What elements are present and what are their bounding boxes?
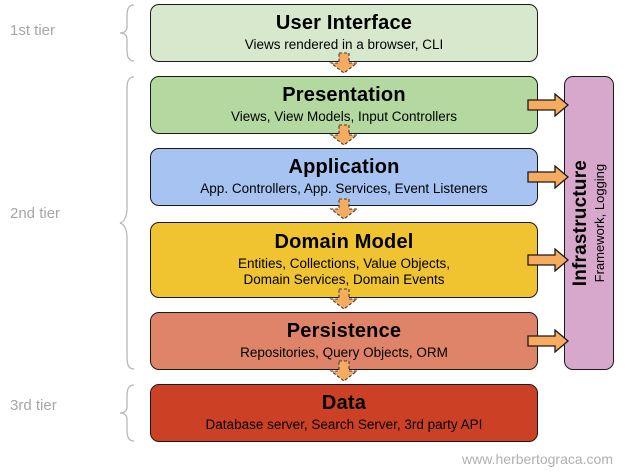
layer-subtitle-line: App. Controllers, App. Services, Event L…	[200, 180, 488, 196]
layer-subtitle-line: Views rendered in a browser, CLI	[244, 36, 444, 52]
layer-title-persistence: Persistence	[286, 320, 402, 343]
layer-subtitle-user-interface: Views rendered in a browser, CLI	[245, 37, 444, 53]
tier-3-brace	[100, 384, 138, 442]
layer-subtitle-application: App. Controllers, App. Services, Event L…	[200, 181, 487, 197]
tier-2-brace	[100, 76, 138, 370]
layer-box-infrastructure[interactable]: Infrastructure Framework, Logging	[564, 76, 614, 370]
layer-title-user-interface: User Interface	[275, 12, 413, 35]
layer-box-user-interface[interactable]: User Interface Views rendered in a brows…	[150, 4, 538, 62]
layer-title-presentation: Presentation	[282, 84, 406, 107]
layer-subtitle-presentation: Views, View Models, Input Controllers	[231, 109, 457, 125]
layer-box-application[interactable]: Application App. Controllers, App. Servi…	[150, 148, 538, 206]
arrow-down-persistence-to-data-icon	[329, 360, 359, 382]
layer-subtitle-line: Database server, Search Server, 3rd part…	[205, 416, 483, 432]
layer-subtitle-line: Domain Services, Domain Events	[243, 271, 445, 287]
layer-subtitle-data: Database server, Search Server, 3rd part…	[206, 417, 483, 433]
arrow-down-presentation-to-application-icon	[329, 124, 359, 146]
layer-box-domain-model[interactable]: Domain Model Entities, Collections, Valu…	[150, 222, 538, 298]
tier-label-2nd: 2nd tier	[10, 205, 61, 222]
layer-subtitle-line: Entities, Collections, Value Objects,	[237, 255, 451, 271]
layer-title-data: Data	[321, 392, 367, 415]
arrow-right-application-to-infrastructure-icon	[527, 165, 569, 189]
arrow-right-persistence-to-infrastructure-icon	[527, 329, 569, 353]
arrow-down-ui-to-presentation-icon	[329, 52, 359, 74]
layer-title-infrastructure: Infrastructure	[569, 159, 591, 287]
layer-title-application: Application	[288, 156, 400, 179]
layer-box-data[interactable]: Data Database server, Search Server, 3rd…	[150, 384, 538, 442]
tier-label-1st: 1st tier	[10, 22, 56, 39]
layer-subtitle-domain-model: Entities, Collections, Value Objects, Do…	[238, 256, 450, 288]
layer-subtitle-line: Repositories, Query Objects, ORM	[240, 344, 448, 360]
tier-label-3rd: 3rd tier	[10, 397, 57, 414]
layer-subtitle-persistence: Repositories, Query Objects, ORM	[240, 345, 448, 361]
arrow-down-domain-to-persistence-icon	[329, 288, 359, 310]
watermark-url: www.herbertograca.com	[462, 451, 613, 467]
layer-box-persistence[interactable]: Persistence Repositories, Query Objects,…	[150, 312, 538, 370]
layer-title-domain-model: Domain Model	[274, 231, 414, 254]
layer-subtitle-infrastructure: Framework, Logging	[591, 163, 607, 283]
arrow-right-presentation-to-infrastructure-icon	[527, 93, 569, 117]
tier-1-brace	[100, 4, 138, 62]
arrow-right-domain-to-infrastructure-icon	[527, 248, 569, 272]
layer-subtitle-line: Views, View Models, Input Controllers	[230, 108, 458, 124]
arrow-down-application-to-domain-icon	[329, 198, 359, 220]
infrastructure-rotated-text: Infrastructure Framework, Logging	[569, 159, 607, 287]
